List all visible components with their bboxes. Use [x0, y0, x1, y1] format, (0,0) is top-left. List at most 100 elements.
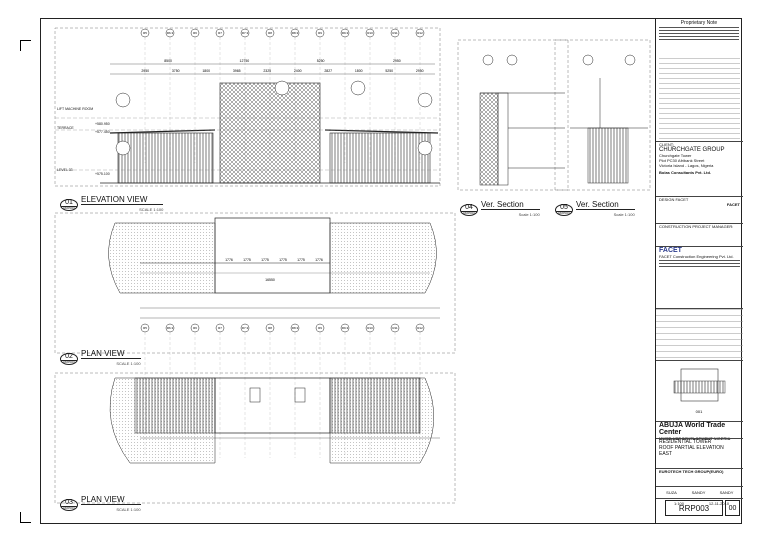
drawing-sheet — [40, 18, 742, 524]
title-block: Proprietary Note CLIENT: CHURCHGATE GROU… — [655, 18, 743, 524]
dimension-text: 1776 — [225, 258, 233, 262]
view-name: Ver. Section — [576, 200, 635, 210]
consultant-logo: Bolas Consultants Pvt. Ltd. — [659, 170, 712, 175]
level-33-level: +575.100 — [95, 172, 110, 176]
lift-room-label: LIFT MACHINE ROOM — [57, 107, 94, 111]
sheet-crop-mark-top — [20, 40, 31, 51]
facet-logo: FACET — [659, 247, 682, 254]
grid-label: R8 — [268, 31, 272, 35]
section-04-drawing — [457, 39, 569, 191]
dimension-text: 2950 — [141, 69, 149, 73]
dimension-row-top: 8500 12750 5250 2950 — [164, 59, 401, 63]
dimension-text: 1775 — [297, 258, 305, 262]
view-scale: Scale 1:100 — [613, 212, 635, 217]
grid-label: R12 — [417, 326, 423, 330]
dimension-text: 8500 — [164, 59, 172, 63]
client-label: CLIENT: — [659, 142, 674, 147]
terrace-label: TERRACE — [57, 126, 74, 130]
grid-label: R12 — [417, 31, 423, 35]
client-name: CHURCHGATE GROUP — [659, 147, 725, 153]
design-label: DESIGN FACET — [659, 197, 689, 202]
dimension-text: 2950 — [416, 69, 424, 73]
client-address-2: Plot PC30 Afribank Street — [659, 158, 705, 163]
grid-label: R9 — [318, 31, 322, 35]
drawing-title-3: EAST — [659, 451, 673, 457]
terrace-level: +577.450 — [95, 130, 110, 134]
dimension-text: 5250 — [317, 59, 325, 63]
view-scale: SCALE 1:100 — [139, 207, 164, 212]
key-plan-ref: 001 — [696, 409, 703, 414]
grid-label: R6.3 — [167, 326, 174, 330]
grid-label: R11 — [392, 31, 398, 35]
level-33-label: LEVEL 33 — [57, 168, 73, 172]
dimension-text: 2325 — [263, 69, 271, 73]
drawing-number: RRP003 — [665, 500, 723, 516]
facet-company-name: FACET Construction Engineering Pvt. Ltd. — [659, 254, 734, 259]
revision-table — [659, 58, 740, 140]
view-name: PLAN VIEW — [81, 349, 141, 359]
checked-by: SANDY — [691, 490, 706, 495]
lift-room-level: +580.950 — [95, 122, 110, 126]
facet-address — [659, 260, 740, 268]
view-scale: Scale 1:100 — [518, 212, 540, 217]
view-name: ELEVATION VIEW — [81, 195, 164, 205]
company-logo: EUROTECH TECH GROUP(EURO) — [659, 469, 724, 474]
grid-label: R8.3 — [292, 326, 299, 330]
dimension-text: 3965 — [233, 69, 241, 73]
view-scale: SCALE 1:100 — [116, 507, 141, 512]
proprietary-note-text — [659, 27, 739, 41]
grid-label: R8 — [268, 326, 272, 330]
grid-label: R10 — [367, 31, 373, 35]
dimension-text: 1776 — [315, 258, 323, 262]
view-name: Ver. Section — [481, 200, 540, 210]
project-name: ABUJA World Trade Center — [659, 422, 726, 436]
dimension-text: 2827 — [324, 69, 332, 73]
proprietary-heading: Proprietary Note — [680, 20, 718, 26]
grid-label: R9.3 — [342, 326, 349, 330]
grid-label: R6 — [193, 326, 197, 330]
grid-label: R5 — [143, 31, 147, 35]
design-logo: FACET — [726, 202, 740, 207]
dimension-text: 5250 — [385, 69, 393, 73]
grid-label: R7 — [218, 31, 222, 35]
scale-value: 1:100 — [673, 501, 684, 506]
key-plan-icon: 001 — [673, 368, 726, 414]
grid-label: R7.3 — [242, 31, 249, 35]
grid-label: R11 — [392, 326, 398, 330]
dimension-text: 1775 — [279, 258, 287, 262]
view-name: PLAN VIEW — [81, 495, 141, 505]
contractor-label: CONSTRUCTION PROJECT MANAGER: — [659, 224, 734, 229]
grid-label: R8.3 — [292, 31, 299, 35]
dimension-text: 1800 — [202, 69, 210, 73]
grid-label: R6 — [193, 31, 197, 35]
dimension-text: 2400 — [294, 69, 302, 73]
sheet-crop-mark-bottom — [20, 512, 31, 523]
grid-label: R10 — [367, 326, 373, 330]
dimension-text: 3750 — [172, 69, 180, 73]
client-address-3: Victoria Island - Lagos, Nigeria — [659, 163, 714, 168]
issue-table — [656, 308, 743, 359]
dimension-text: 12750 — [240, 59, 250, 63]
revision-number: 00 — [725, 500, 740, 516]
section-05-drawing — [554, 39, 651, 191]
dimension-text: 1775 — [261, 258, 269, 262]
drawing-title-2: ROOF PARTIAL ELEVATION — [659, 445, 724, 451]
approved-by: SANDY — [719, 490, 734, 495]
plan-total-dimension: 16550 — [265, 278, 275, 282]
grid-label: R7 — [218, 326, 222, 330]
view-scale: SCALE 1:100 — [116, 361, 141, 366]
dimension-text: 2950 — [393, 59, 401, 63]
date-value: 12-11-2010 — [708, 501, 730, 506]
